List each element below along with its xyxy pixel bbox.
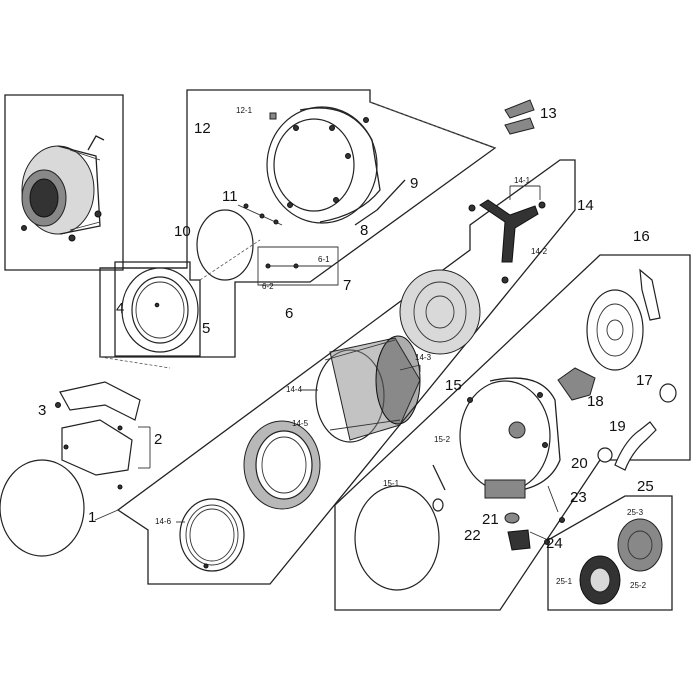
front-tub-group — [99, 89, 497, 358]
label-3: 3 — [38, 402, 46, 419]
label-25-2: 25-2 — [630, 581, 647, 590]
rear-tub-group — [334, 254, 691, 611]
label-19: 19 — [609, 418, 626, 435]
label-11: 11 — [222, 188, 238, 205]
motor-group — [547, 495, 673, 611]
label-25-3: 25-3 — [627, 508, 644, 517]
balancer-ring — [179, 498, 245, 572]
label-14-4: 14-4 — [286, 385, 303, 394]
label-6: 6 — [285, 305, 293, 322]
label-14-5: 14-5 — [292, 419, 309, 428]
label-25: 25 — [637, 478, 654, 495]
door-ring-assembly — [114, 261, 201, 357]
label-7: 7 — [343, 277, 351, 294]
spring-part — [354, 179, 406, 226]
overview-inset — [4, 94, 124, 271]
label-1: 1 — [88, 509, 96, 526]
drum-cylinder — [315, 335, 421, 443]
label-15-2: 15-2 — [434, 435, 451, 444]
drum-group — [94, 159, 576, 585]
door-seal-ring — [0, 459, 85, 557]
label-6-2: 6-2 — [262, 282, 274, 291]
label-12: 12 — [194, 120, 211, 137]
label-21: 21 — [482, 511, 499, 528]
label-13: 13 — [540, 105, 557, 122]
label-14-2: 14-2 — [531, 247, 548, 256]
label-4: 4 — [116, 300, 124, 317]
label-20: 20 — [571, 455, 588, 472]
label-17: 17 — [636, 372, 653, 389]
label-8: 8 — [360, 222, 368, 239]
label-22: 22 — [464, 527, 481, 544]
drum-back-plate — [399, 269, 481, 355]
rear-tub-body — [459, 377, 561, 499]
fitting-20 — [597, 447, 613, 463]
rear-gasket-ring — [354, 485, 440, 591]
rotor-plate — [586, 268, 661, 371]
drum-front-ring — [243, 420, 321, 510]
label-16: 16 — [633, 228, 650, 245]
motor-bracket — [557, 367, 596, 401]
fitting-22 — [507, 529, 531, 551]
label-23: 23 — [570, 489, 587, 506]
label-15-1: 15-1 — [383, 479, 400, 488]
label-14: 14 — [577, 197, 594, 214]
spider-arm — [468, 185, 546, 284]
drain-hose — [614, 383, 677, 471]
heater-part — [432, 464, 446, 512]
label-15: 15 — [445, 377, 462, 394]
label-14-3: 14-3 — [415, 353, 432, 362]
label-2: 2 — [154, 431, 162, 448]
label-14-6: 14-6 — [155, 517, 172, 526]
label-24: 24 — [546, 535, 563, 552]
fitting-21 — [504, 512, 520, 524]
motor-stator — [617, 518, 663, 572]
clamp-parts — [0, 356, 171, 557]
label-6-1: 6-1 — [318, 255, 330, 264]
label-10: 10 — [174, 223, 191, 240]
assembled-tub-illustration — [21, 135, 105, 242]
label-12-1: 12-1 — [236, 106, 253, 115]
label-14-1: 14-1 — [514, 176, 531, 185]
part-13-brackets — [504, 99, 535, 135]
front-tub-ring — [266, 106, 381, 224]
label-18: 18 — [587, 393, 604, 410]
label-25-1: 25-1 — [556, 577, 573, 586]
label-5: 5 — [202, 320, 210, 337]
motor-rotor — [579, 555, 621, 605]
part-labels: 1 2 3 4 5 6 6-1 6-2 7 8 9 10 11 12 12-1 … — [38, 105, 654, 590]
gasket-ring — [196, 209, 254, 281]
label-9: 9 — [410, 175, 418, 192]
